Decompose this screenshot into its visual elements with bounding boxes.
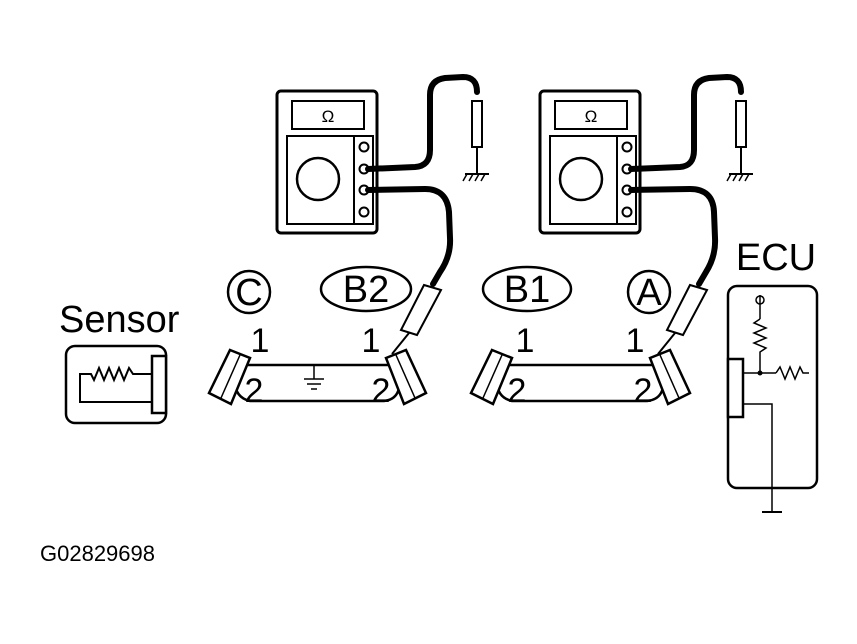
connector-a-label: A — [636, 272, 662, 314]
lead-left-probe — [365, 185, 454, 287]
connector-b2-callout: B2 — [319, 265, 413, 313]
pin-c-2: 2 — [245, 372, 264, 410]
connector-b1-callout: B1 — [481, 265, 573, 313]
connector-b2-label: B2 — [343, 269, 389, 311]
connector-c-callout: C — [226, 269, 272, 315]
ecu-series-resistor-icon — [743, 365, 809, 381]
meter-left-dial — [295, 156, 341, 202]
figure-id: G02829698 — [40, 541, 155, 566]
meter-right-unit: Ω — [585, 107, 598, 126]
lead-right-probe — [628, 185, 719, 287]
connector-b1-plug — [469, 348, 514, 406]
harness-c-b2 — [207, 348, 428, 406]
ecu-label: ECU — [736, 237, 816, 279]
ecu-body — [726, 284, 819, 513]
sensor-label: Sensor — [59, 299, 180, 341]
test-probe-left — [391, 283, 443, 355]
test-probe-right — [657, 283, 709, 355]
connector-a-plug — [648, 348, 692, 406]
meter-left-unit: Ω — [322, 107, 335, 126]
connector-c-label: C — [235, 272, 262, 314]
ground-icon — [304, 365, 324, 390]
ecu-pullup-resistor-icon — [752, 295, 768, 373]
pin-b1-1: 1 — [516, 322, 535, 360]
sensor-body — [64, 344, 168, 425]
ohmmeter-left: Ω — [275, 89, 379, 235]
ground-probe-right — [726, 100, 753, 182]
pin-a-2: 2 — [634, 372, 653, 410]
sensor-resistor-icon — [79, 365, 152, 403]
meter-right-dial — [558, 156, 604, 202]
connector-c-plug — [207, 348, 252, 406]
lead-right-ground — [628, 73, 744, 172]
ohmmeter-right: Ω — [538, 89, 642, 235]
ground-probe-left — [462, 100, 489, 182]
connector-b1-label: B1 — [504, 269, 550, 311]
pin-b2-1: 1 — [362, 322, 381, 360]
pin-b2-2: 2 — [372, 372, 391, 410]
ecu-ground-icon — [743, 403, 782, 513]
harness-b1-a — [469, 348, 692, 406]
pin-a-1: 1 — [626, 322, 645, 360]
connector-a-callout: A — [626, 269, 672, 315]
connector-b2-plug — [384, 348, 428, 406]
pin-c-1: 1 — [251, 322, 270, 360]
pin-b1-2: 2 — [508, 372, 527, 410]
lead-left-ground — [365, 73, 480, 172]
